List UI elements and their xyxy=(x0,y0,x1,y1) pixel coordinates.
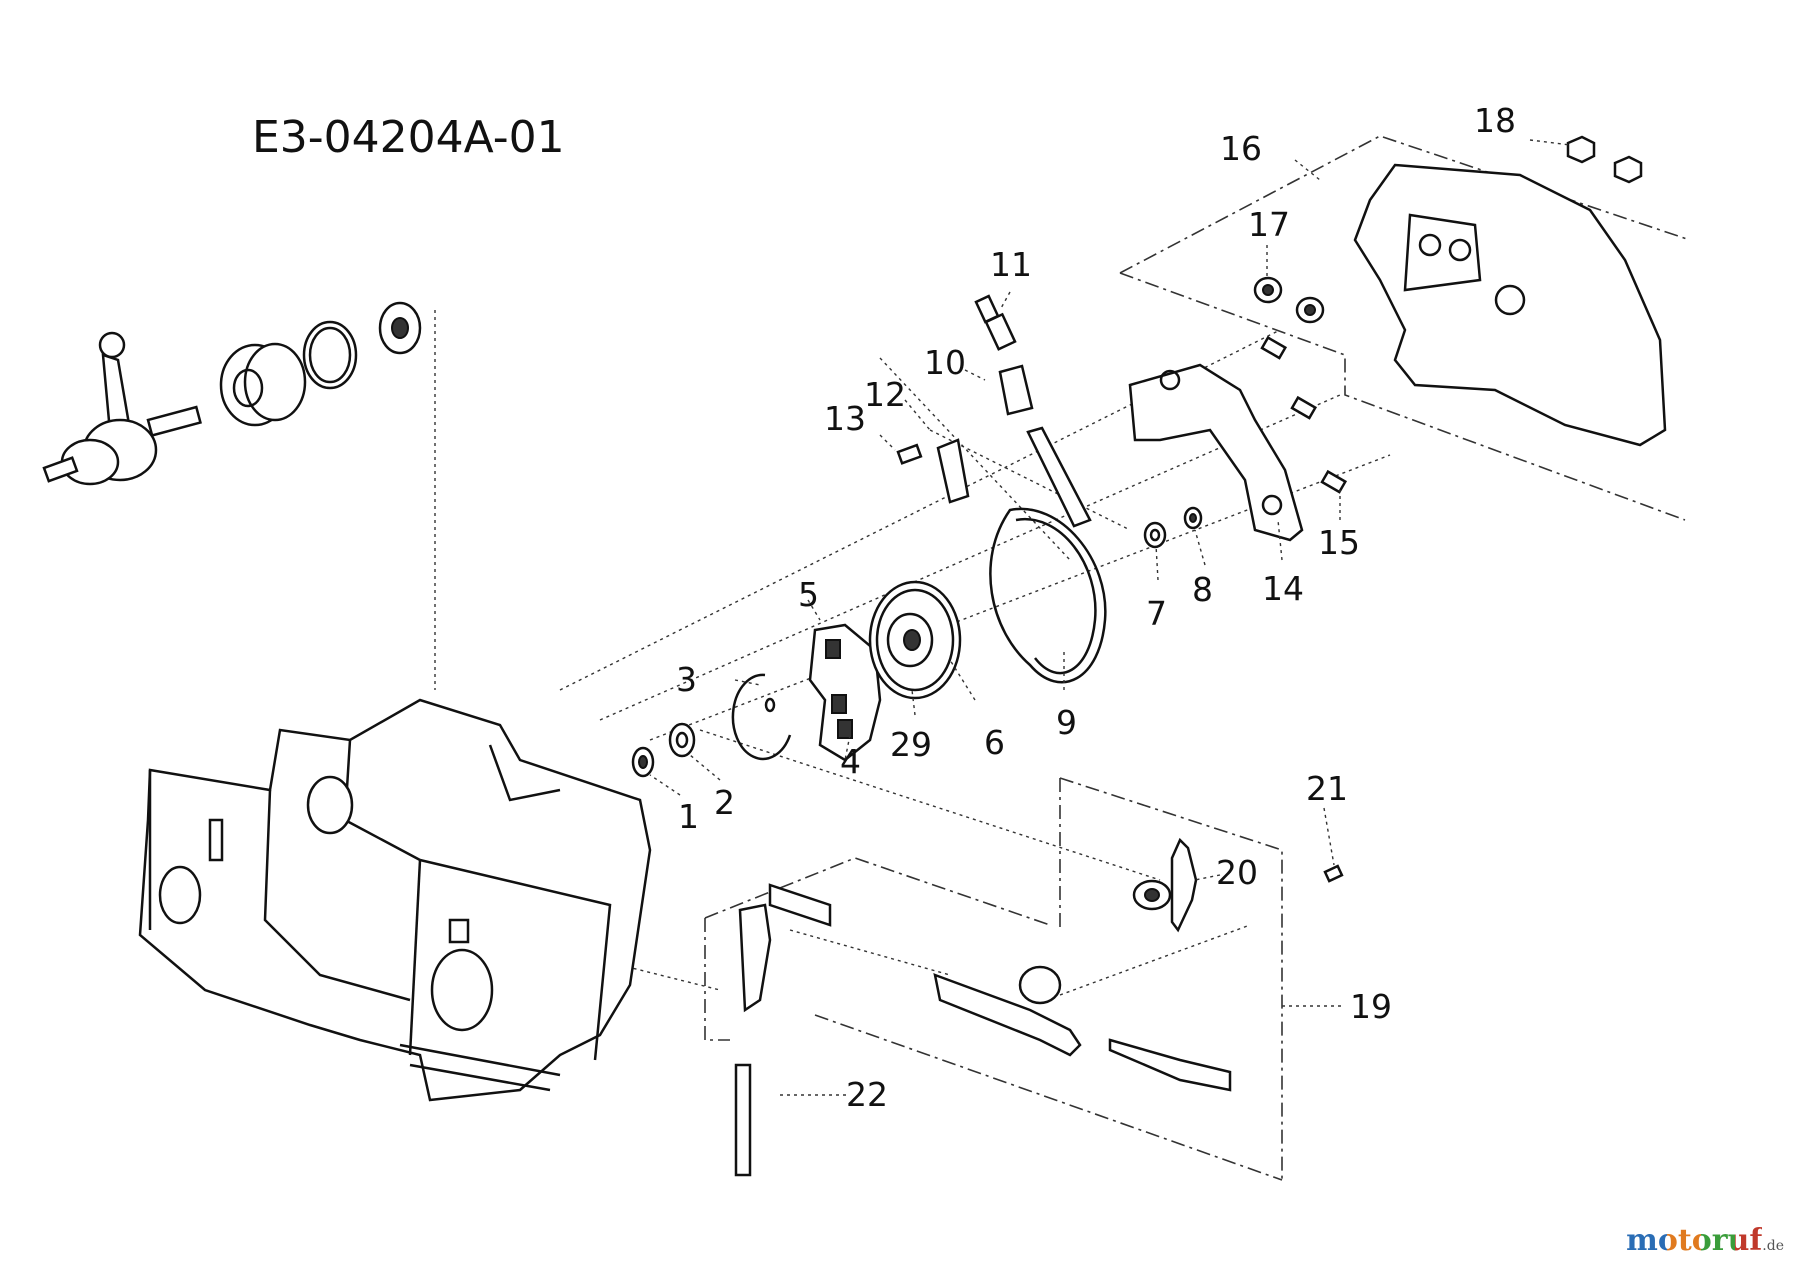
callout-5: 5 xyxy=(798,575,819,614)
callout-18: 18 xyxy=(1474,101,1516,140)
callout-1: 1 xyxy=(678,797,699,836)
crankshaft xyxy=(42,331,202,486)
diagram-id: E3-04204A-01 xyxy=(252,112,565,163)
callout-7: 7 xyxy=(1146,594,1167,633)
group-frames xyxy=(704,135,1691,1181)
callout-leaders xyxy=(649,139,1571,1096)
callout-13: 13 xyxy=(824,399,866,438)
callout-19: 19 xyxy=(1350,987,1392,1026)
callout-4: 4 xyxy=(840,742,861,781)
callout-21: 21 xyxy=(1306,769,1348,808)
callout-6: 6 xyxy=(984,723,1005,762)
callout-20: 20 xyxy=(1216,853,1258,892)
callout-12: 12 xyxy=(864,375,906,414)
crankcase-housing xyxy=(138,698,652,1102)
callout-10: 10 xyxy=(924,343,966,382)
callout-14: 14 xyxy=(1262,569,1304,608)
callout-2: 2 xyxy=(714,783,735,822)
motoruf-logo: motoruf.de xyxy=(1626,1223,1784,1258)
callout-22: 22 xyxy=(846,1075,888,1114)
callout-3: 3 xyxy=(676,660,697,699)
callout-16: 16 xyxy=(1220,129,1262,168)
clutch-assembly xyxy=(631,507,1107,778)
chain-tensioner xyxy=(734,837,1344,1177)
brake-linkage xyxy=(896,294,1092,528)
bearing-set xyxy=(219,301,422,427)
callout-15: 15 xyxy=(1318,523,1360,562)
callout-8: 8 xyxy=(1192,570,1213,609)
motoruf-logo-tld: .de xyxy=(1762,1238,1784,1254)
sprocket-cover xyxy=(1253,135,1667,447)
callout-29: 29 xyxy=(890,725,932,764)
brake-bracket xyxy=(1128,335,1348,549)
motoruf-logo-text: motoruf xyxy=(1626,1223,1763,1258)
callout-9: 9 xyxy=(1056,703,1077,742)
callout-17: 17 xyxy=(1248,205,1290,244)
callout-11: 11 xyxy=(990,245,1032,284)
